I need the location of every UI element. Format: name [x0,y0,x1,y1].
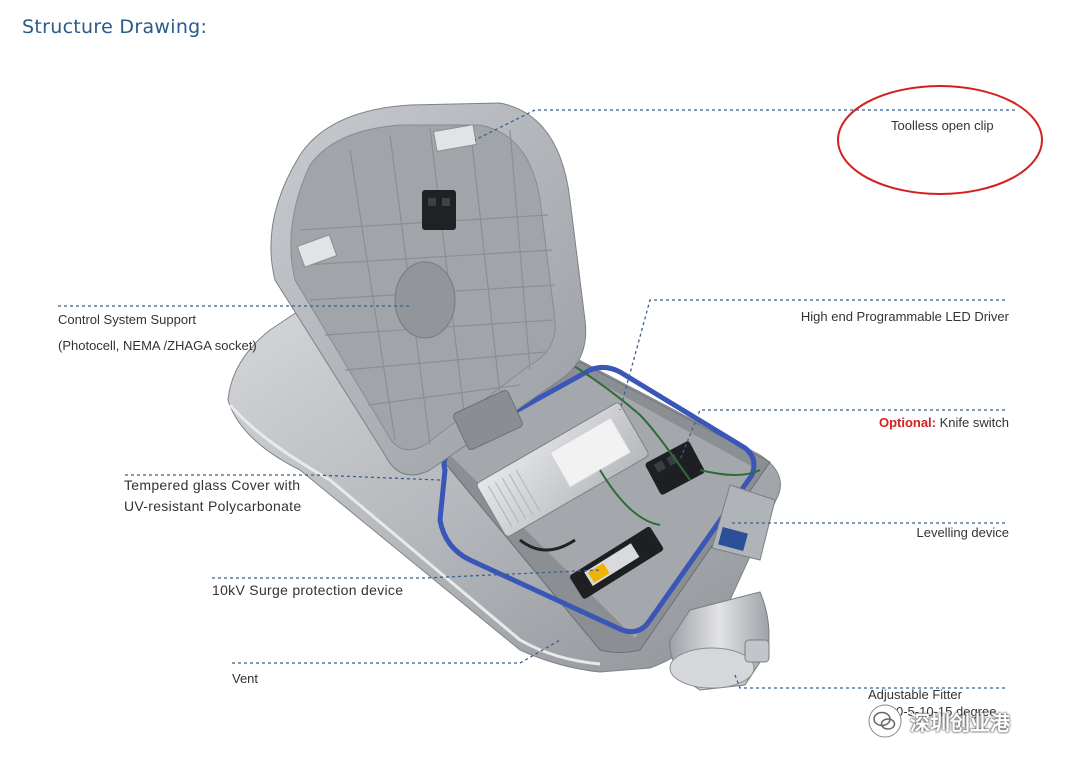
label-fitter-line1: Adjustable Fitter [868,687,962,702]
label-fitter: Adjustable Fitter 0-5-10-15 degree [868,686,996,720]
label-glass-cover-line2: UV-resistant Polycarbonate [124,498,302,514]
leader-fitter [734,674,1005,689]
label-glass-cover-line1: Tempered glass Cover with [124,477,301,493]
label-surge: 10kV Surge protection device [212,582,404,598]
watermark-text: 深圳创业港 [910,712,1010,735]
label-control-support-line2: (Photocell, NEMA /ZHAGA socket) [58,338,257,353]
label-led-driver: High end Programmable LED Driver [800,309,1009,324]
levelling-device [711,484,776,561]
label-glass-cover: Tempered glass Cover with UV-resistant P… [124,475,301,517]
label-vent: Vent [232,671,259,686]
page-title: Structure Drawing: [22,16,208,38]
adjustable-fitter [669,591,770,691]
surge-protector [570,526,664,599]
housing-lip [228,404,601,666]
housing-cavity-floor [445,375,755,638]
leader-toolless-clip [474,109,1015,141]
leader-lines [58,109,1015,689]
label-levelling: Levelling device [916,525,1009,540]
label-fitter-line2: 0-5-10-15 degree [896,704,997,719]
lid [270,102,587,476]
leader-led-driver [619,299,1005,411]
label-control-support: Control System Support (Photocell, NEMA … [58,310,257,356]
led-driver [476,402,649,537]
label-knife-switch-row: Optional: Knife switch [760,413,1009,433]
label-optional-prefix: Optional: [878,415,936,430]
hinge [453,390,523,450]
watermark: 深圳创业港 [868,704,1010,738]
leader-surge [212,569,601,579]
label-toolless-clip: Toolless open clip [891,118,994,133]
terminal-block [645,441,705,495]
label-knife-switch: Knife switch [939,415,1009,430]
leader-vent [232,639,561,664]
wechat-icon [868,704,902,738]
highlight-ring [837,85,1043,195]
label-control-support-line1: Control System Support [58,312,197,327]
